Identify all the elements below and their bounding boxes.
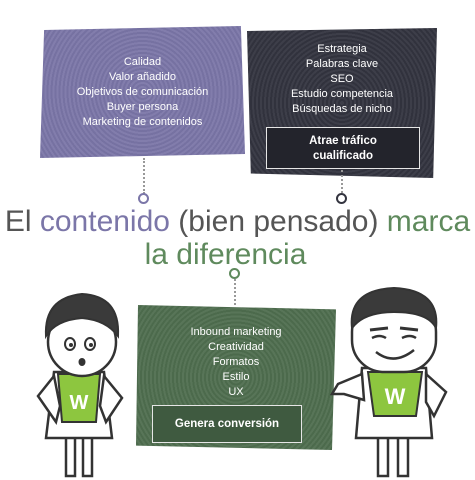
green-connector-line bbox=[234, 279, 236, 305]
left-mascot-arm bbox=[98, 372, 124, 425]
dark-panel-item: Búsquedas de nicho bbox=[292, 103, 392, 115]
headline-highlight-contenido: contenido bbox=[39, 205, 170, 238]
left-mascot-pupil bbox=[69, 343, 73, 347]
right-mascot-logo: W bbox=[385, 384, 406, 409]
purple-panel-item: Marketing de contenidos bbox=[82, 115, 203, 128]
traffic-tag: Atrae tráfico cualificado bbox=[266, 127, 420, 169]
dark-connector-ring bbox=[336, 193, 347, 204]
right-mascot-eyebrow bbox=[399, 326, 419, 332]
purple-connector-line bbox=[143, 158, 145, 194]
right-mascot-eye bbox=[371, 334, 387, 340]
right-mascot-arm bbox=[330, 372, 366, 402]
dark-connector-line bbox=[341, 170, 343, 193]
dark-panel-item: Estrategia bbox=[317, 43, 367, 55]
headline-highlight-marca: marca bbox=[386, 205, 471, 238]
dark-info-panel: Estrategia Palabras clave SEO Estudio co… bbox=[247, 28, 437, 178]
headline-text: (bien pensado) bbox=[169, 205, 387, 238]
left-mascot-pupil bbox=[89, 343, 93, 347]
left-mascot-hair bbox=[44, 292, 120, 340]
headline-text: El bbox=[4, 205, 40, 238]
right-mascot: W bbox=[330, 286, 448, 478]
traffic-tag-line: cualificado bbox=[312, 150, 374, 162]
right-mascot-hair bbox=[350, 286, 438, 332]
dark-panel-item: Estudio competencia bbox=[290, 88, 394, 100]
green-panel-item: Inbound marketing bbox=[190, 326, 282, 338]
right-mascot-smile bbox=[375, 349, 415, 360]
right-mascot-eyebrow bbox=[369, 326, 389, 332]
headline-line-2: la diferencia bbox=[144, 238, 307, 271]
green-panel-item: UX bbox=[228, 386, 244, 398]
purple-panel-item: Calidad bbox=[123, 55, 162, 68]
traffic-tag-line: Atrae tráfico bbox=[309, 135, 377, 147]
right-mascot-leg bbox=[396, 432, 410, 478]
green-panel-item: Creatividad bbox=[208, 341, 264, 353]
purple-connector-ring bbox=[138, 193, 149, 204]
left-mascot: W bbox=[36, 292, 124, 478]
green-panel-item: Estilo bbox=[222, 371, 250, 383]
purple-panel-item: Buyer persona bbox=[106, 100, 179, 113]
conversion-tag-label: Genera conversión bbox=[174, 418, 280, 430]
right-mascot-leg bbox=[376, 432, 390, 478]
dark-panel-item: SEO bbox=[330, 73, 354, 85]
purple-panel-item: Objetivos de comunicación bbox=[76, 85, 209, 98]
right-mascot-eye bbox=[401, 334, 417, 340]
left-mascot-leg bbox=[81, 434, 94, 478]
left-mascot-logo: W bbox=[70, 392, 89, 414]
dark-panel-item: Palabras clave bbox=[305, 58, 379, 70]
left-mascot-arm bbox=[36, 373, 62, 425]
right-mascot-arm bbox=[424, 371, 448, 419]
purple-panel-item: Valor añadido bbox=[108, 70, 177, 83]
purple-info-panel: Calidad Valor añadido Objetivos de comun… bbox=[40, 26, 245, 158]
left-mascot-mouth bbox=[78, 358, 86, 366]
headline-line-1: El contenido (bien pensado) marca bbox=[0, 205, 475, 239]
left-mascot-leg bbox=[64, 434, 77, 478]
conversion-tag: Genera conversión bbox=[152, 405, 302, 443]
green-panel-item: Formatos bbox=[212, 356, 260, 368]
green-connector-ring bbox=[229, 268, 240, 279]
